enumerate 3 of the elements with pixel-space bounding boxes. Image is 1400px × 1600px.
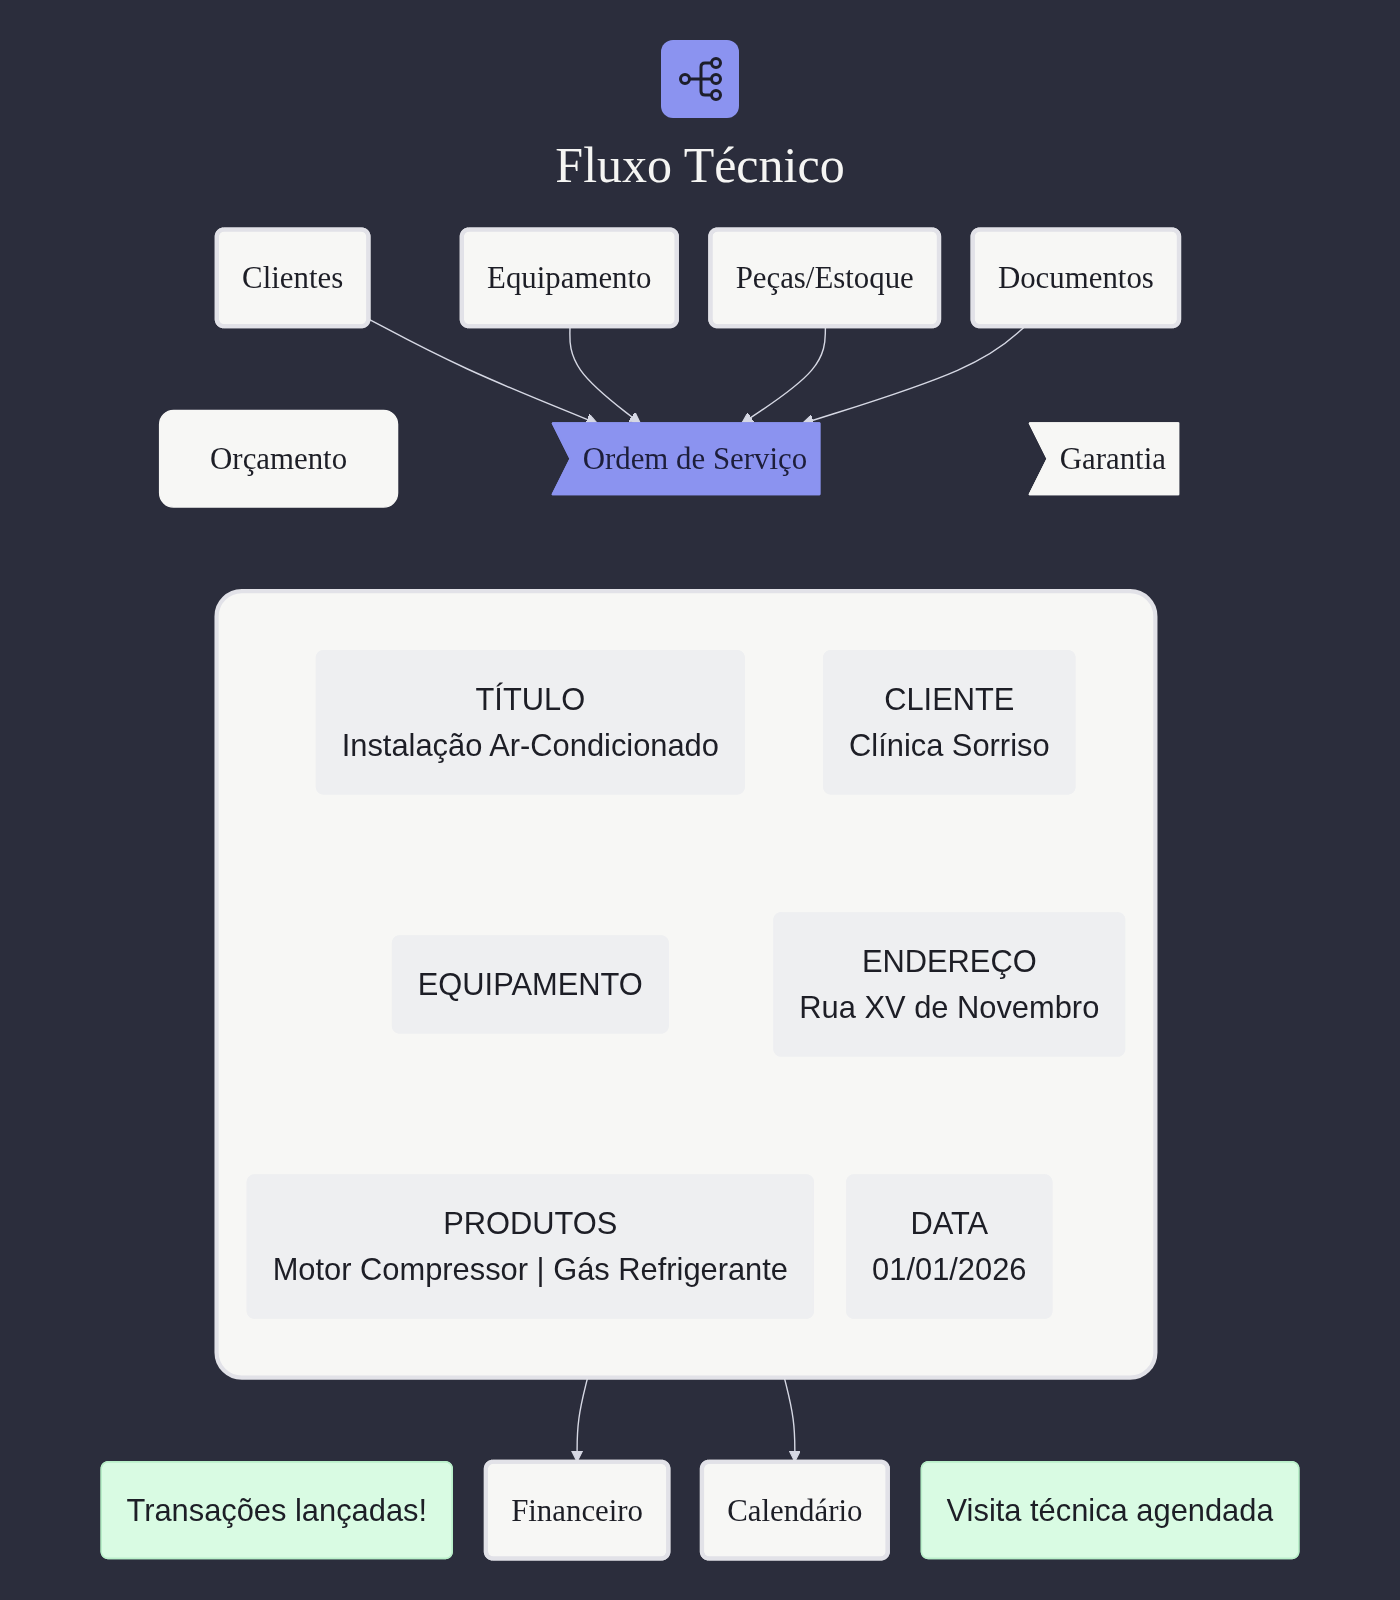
cluster bbox=[214, 589, 1158, 1380]
node-box: Orçamento bbox=[158, 409, 399, 508]
title: Fluxo Técnico bbox=[555, 136, 845, 194]
